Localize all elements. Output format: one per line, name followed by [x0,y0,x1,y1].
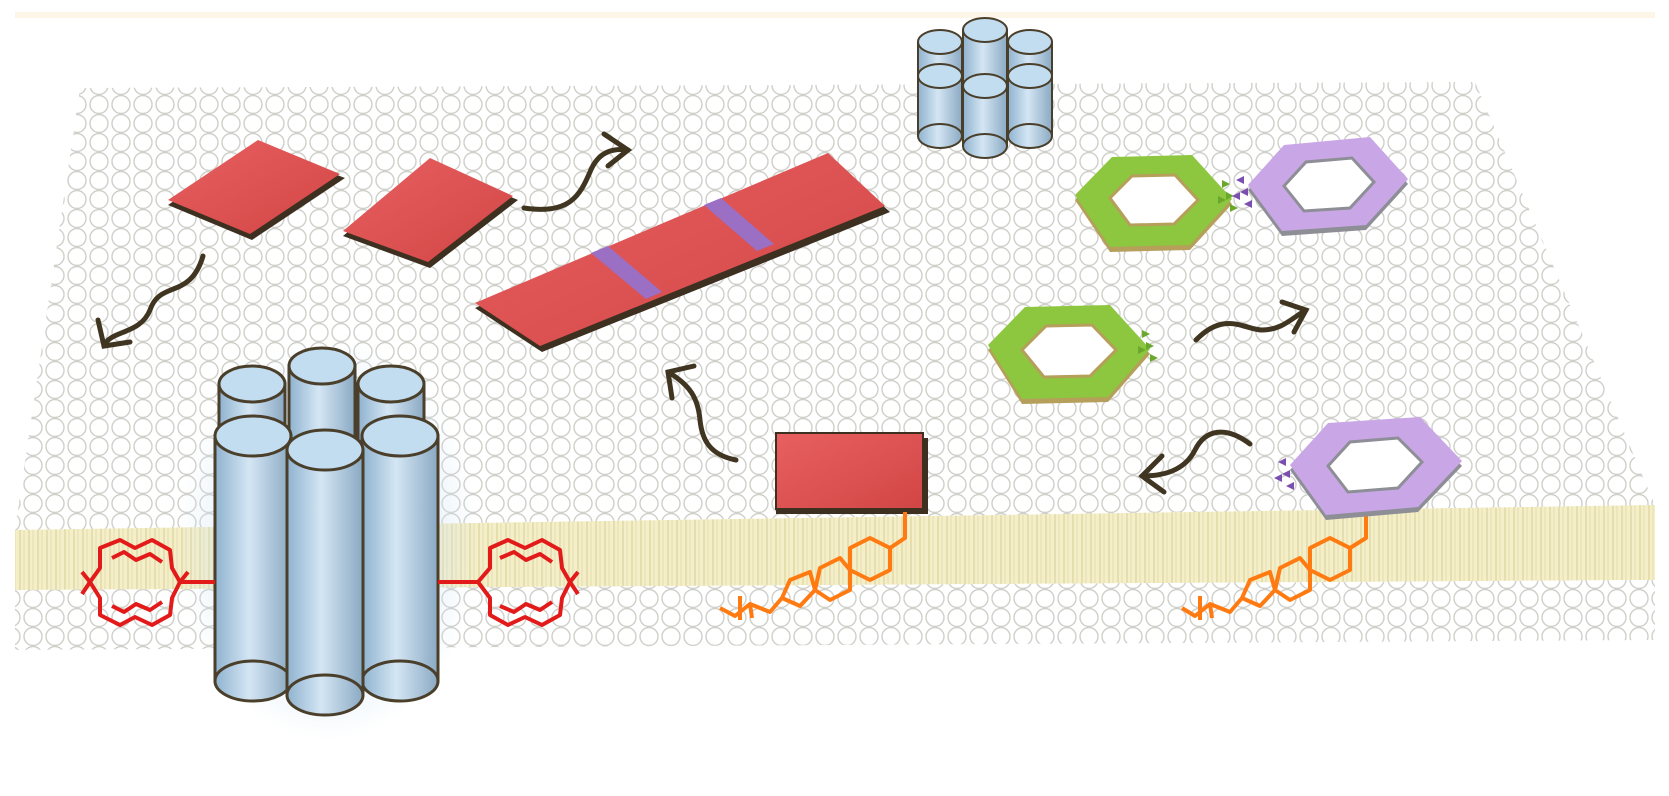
polymerized-tile-ribbon [475,153,890,352]
arrow-head [1279,299,1310,335]
top-strip [15,12,1655,18]
dna-tile-anchored [775,432,928,514]
helix-bundle-nanopore [917,17,1053,159]
helix-bundle-nanopore [213,346,440,717]
hexagonal-tile-lilac [1232,137,1408,236]
cholesterol-anchor [719,512,907,620]
diffusion-arrow [665,369,739,463]
hexagonal-tile-green [1075,155,1238,252]
arrow-head [1138,453,1167,495]
hexagonal-tile-green [988,305,1158,404]
dna-tile-monomer [168,140,345,240]
arrow-head [601,131,633,169]
dna-tile-monomer [343,158,518,268]
arrow-head [95,317,133,349]
arrow-head [665,363,697,401]
porphyrin-anchor [80,538,215,627]
diffusion-arrow [1193,307,1309,343]
porphyrin-anchor [438,538,580,627]
diffusion-arrow [1139,429,1253,479]
hexagonal-tile-lilac [1274,417,1462,520]
cholesterol-anchor [1180,512,1368,620]
diffusion-arrow [521,147,631,212]
diffusion-arrow [101,253,206,349]
